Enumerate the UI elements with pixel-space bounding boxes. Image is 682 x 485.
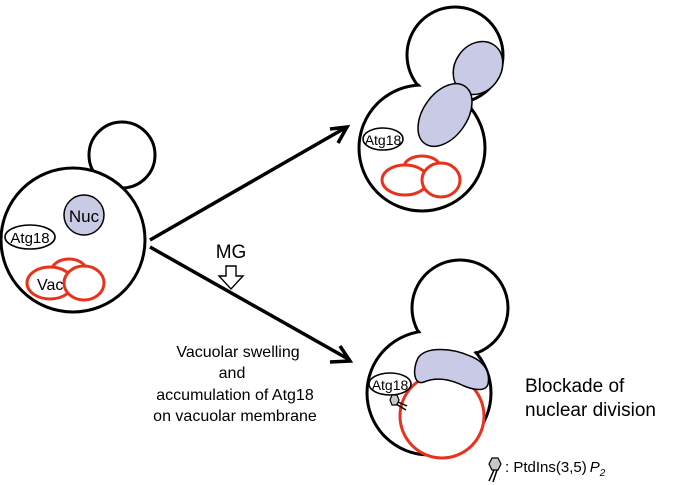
legend-separator: : — [505, 459, 513, 476]
legend-lipid-p: P — [590, 459, 600, 476]
lipid-head — [389, 394, 400, 406]
legend-lipid-tail-1 — [488, 469, 495, 482]
outcome-line-1: Blockade of — [525, 376, 625, 397]
left-vacuole-lobe-right — [62, 264, 106, 302]
outcome-line-2: nuclear division — [525, 400, 656, 421]
left-cell: Nuc Atg18 Vac — [0, 120, 157, 314]
legend-lipid-tail-2 — [492, 469, 498, 483]
vacuolar-effect-annotation: Vacuolar swelling and accumulation of At… — [153, 344, 317, 425]
bottom-right-cell: Atg18 — [365, 258, 510, 460]
arrow-upper-head — [329, 124, 351, 144]
top-right-nucleus-mother — [417, 82, 473, 148]
arrow-to-normal — [149, 124, 351, 242]
vacuolar-effect-line-3: accumulation of Atg18 — [156, 387, 314, 404]
legend-text: : PtdIns(3,5)P2 — [505, 459, 606, 479]
bottom-right-nucleus — [413, 348, 490, 391]
legend-lipid-icon — [488, 457, 502, 483]
lipid-tail-1 — [395, 403, 407, 411]
arrow-lower-shaft — [149, 245, 351, 362]
top-right-vacuole-lobe-right — [420, 161, 462, 199]
top-right-nucleus-dividing — [417, 40, 504, 148]
top-right-vacuole — [380, 154, 462, 199]
arrow-upper-shaft — [149, 126, 346, 242]
lipid-tail-2 — [397, 401, 408, 407]
left-nucleus-label: Nuc — [69, 207, 100, 226]
bottom-right-cell-bud-mask — [414, 262, 506, 354]
top-right-atg18-label: Atg18 — [365, 132, 402, 148]
vacuolar-effect-line-2: and — [219, 365, 246, 382]
top-right-cell: Atg18 — [357, 5, 505, 213]
left-nucleus — [63, 194, 105, 236]
left-atg18 — [4, 224, 56, 250]
legend-lipid-name: PtdIns(3,5) — [513, 459, 586, 476]
legend: : PtdIns(3,5)P2 — [488, 457, 606, 483]
left-vacuole — [25, 257, 106, 302]
left-vacuole-label: Vac — [37, 277, 63, 294]
top-right-atg18 — [362, 127, 404, 151]
vacuolar-effect-line-4: on vacuolar membrane — [153, 408, 317, 425]
vacuolar-effect-line-1: Vacuolar swelling — [176, 344, 299, 361]
mg-treatment-label: MG — [216, 242, 247, 263]
arrow-lower-head — [329, 345, 354, 364]
membrane-lipid-icon — [389, 394, 408, 411]
left-atg18-label: Atg18 — [10, 230, 49, 247]
arrow-to-mg-treated — [149, 245, 354, 364]
legend-lipid-head — [488, 457, 502, 471]
legend-lipid-subscript: 2 — [599, 468, 606, 479]
mg-hollow-down-arrow-icon — [217, 265, 245, 291]
bottom-right-atg18-label: Atg18 — [372, 377, 409, 393]
outcome-annotation: Blockade of nuclear division — [525, 376, 656, 421]
bottom-right-atg18 — [368, 372, 412, 396]
